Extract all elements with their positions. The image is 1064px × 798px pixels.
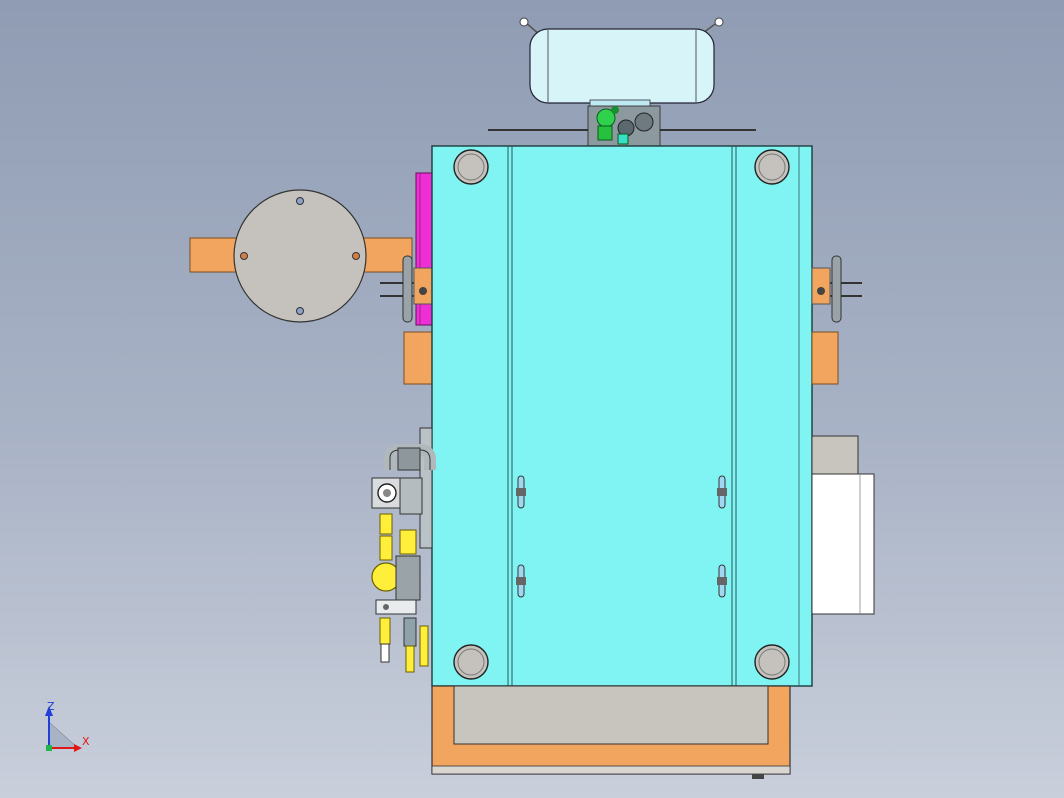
top-valve-cluster <box>587 105 661 147</box>
latch <box>516 564 526 598</box>
corner-foot <box>754 149 790 185</box>
right-control-box <box>811 435 875 615</box>
corner-foot <box>453 644 489 680</box>
top-tank <box>519 17 724 109</box>
left-flange-assembly <box>189 189 413 323</box>
main-frame <box>431 145 813 687</box>
corner-foot <box>453 149 489 185</box>
left-orange-block <box>403 331 433 385</box>
bottom-base <box>431 685 791 779</box>
latch <box>717 475 727 509</box>
z-axis-label: Z <box>47 700 55 713</box>
corner-foot <box>754 644 790 680</box>
right-orange-block <box>811 331 839 385</box>
right-handwheel <box>811 255 862 323</box>
latch <box>516 475 526 509</box>
left-pipe-train <box>371 427 436 673</box>
left-handwheel <box>380 255 433 323</box>
coordinate-triad: Z X <box>45 700 90 752</box>
latch <box>717 564 727 598</box>
x-axis-label: X <box>82 735 90 748</box>
